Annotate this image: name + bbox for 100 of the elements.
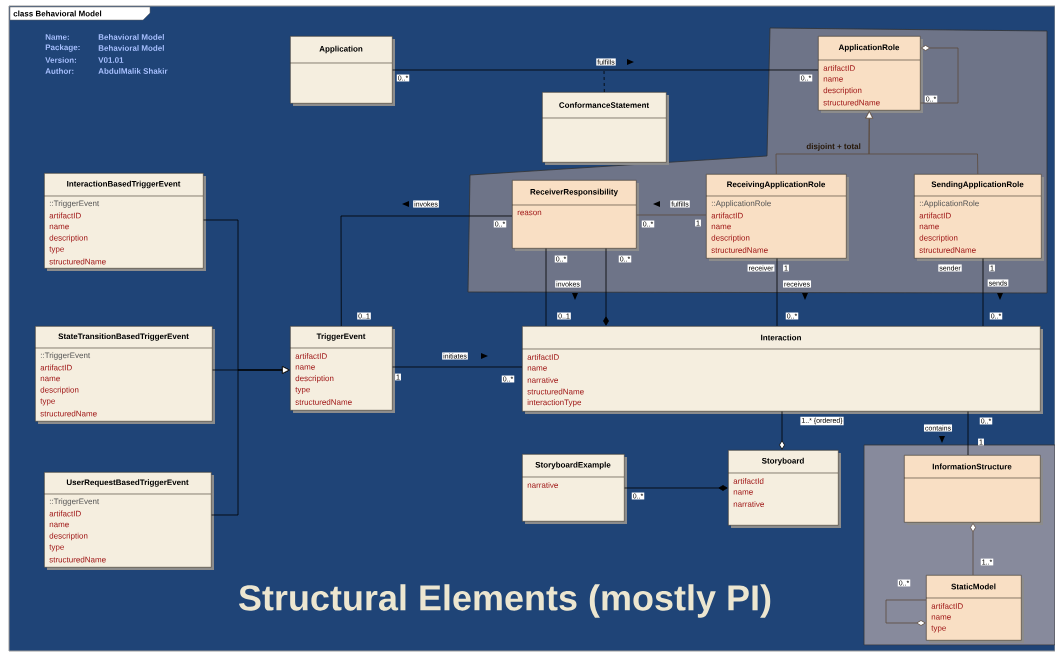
attribute-text: name	[733, 490, 753, 495]
class-box	[817, 36, 923, 113]
attribute-text: interactionType	[527, 399, 582, 407]
class-name: StaticModel	[951, 583, 996, 590]
attribute-text: narrative	[527, 377, 558, 383]
diagram-info-text: Name:	[45, 34, 69, 40]
attribute-text: description	[40, 386, 79, 395]
attribute-text: ::TriggerEvent	[40, 352, 91, 360]
attribute-text: type	[40, 398, 55, 406]
class-name: UserRequestBasedTriggerEvent	[66, 479, 189, 487]
attribute-text: structuredName	[711, 247, 768, 253]
constraint-label: disjoint + total	[806, 143, 861, 151]
attribute-text: description	[823, 87, 862, 95]
attribute-text: name	[931, 615, 951, 620]
connector	[776, 258, 778, 327]
class-name: SendingApplicationRole	[931, 181, 1024, 189]
class-box	[289, 326, 395, 413]
class-name: ApplicationRole	[838, 44, 900, 52]
attribute-text: name	[295, 365, 315, 370]
connector	[967, 411, 969, 456]
attribute-text: artifactId	[733, 478, 764, 484]
attribute-text: ::ApplicationRole	[711, 200, 771, 208]
class-name: Application	[319, 45, 363, 54]
attribute-text: type	[49, 246, 64, 254]
attribute-text: name	[711, 224, 731, 230]
connector	[982, 258, 984, 327]
class-name: StateTransitionBasedTriggerEvent	[58, 333, 189, 341]
class-box	[705, 174, 849, 261]
class-name: InformationStructure	[932, 463, 1012, 470]
attribute-text: description	[49, 234, 88, 243]
class-name: ConformanceStatement	[559, 102, 649, 108]
attribute-text: ::TriggerEvent	[49, 498, 100, 506]
connector	[392, 366, 523, 368]
diagram-info-text: V01.01	[98, 57, 124, 63]
class-box	[727, 450, 841, 528]
attribute-text: ::ApplicationRole	[919, 200, 979, 208]
attribute-text: artifactID	[711, 212, 743, 219]
class-box	[913, 174, 1044, 261]
connector	[920, 45, 959, 104]
attribute-text: ::TriggerEvent	[49, 200, 100, 208]
class-name: StoryboardExample	[535, 461, 611, 470]
attribute-text: name	[919, 224, 939, 230]
attribute-text: description	[49, 532, 88, 541]
class-name: ReceiverResponsibility	[530, 188, 618, 197]
attribute-text: name	[49, 522, 69, 528]
connector	[624, 485, 728, 491]
frame-tab: class Behavioral Model	[9, 6, 151, 21]
attribute-text: reason	[517, 210, 542, 216]
attribute-text: structuredName	[40, 410, 97, 417]
class-box	[511, 180, 639, 251]
diagram-info-text: Behavioral Model	[98, 45, 164, 51]
attribute-text: type	[931, 625, 946, 633]
attribute-text: artifactID	[527, 354, 559, 360]
attribute-text: structuredName	[527, 388, 584, 395]
class-name: Storyboard	[761, 457, 804, 466]
attribute-text: artifactID	[49, 212, 81, 219]
attribute-text: artifactID	[49, 510, 81, 517]
class-box	[43, 472, 214, 570]
diagram-info-text: Package:	[45, 44, 80, 52]
connector	[603, 248, 609, 326]
connector	[392, 69, 819, 71]
attribute-text: structuredName	[49, 556, 106, 563]
class-name: TriggerEvent	[316, 333, 366, 341]
class-name: ReceivingApplicationRole	[727, 181, 826, 189]
class-box	[925, 575, 1024, 643]
attribute-text: structuredName	[49, 258, 106, 265]
attribute-text: name	[823, 77, 843, 82]
class-box	[34, 326, 215, 424]
attribute-text: name	[527, 366, 547, 371]
attribute-text: artifactID	[919, 212, 951, 219]
connector	[779, 411, 785, 450]
class-box	[43, 173, 206, 271]
caption-text: Structural Elements (mostly PI)	[239, 584, 771, 618]
diagram-info-text: Version:	[45, 57, 76, 63]
attribute-text: type	[49, 544, 64, 552]
diagram-info-text: Author:	[45, 68, 74, 74]
attribute-text: name	[40, 376, 60, 382]
attribute-text: description	[919, 234, 958, 243]
attribute-text: description	[711, 234, 750, 243]
class-name: InteractionBasedTriggerEvent	[67, 180, 181, 189]
connector	[545, 248, 547, 327]
attribute-text: artifactID	[40, 364, 72, 371]
class-box	[521, 454, 627, 524]
attribute-text: artifactID	[823, 65, 855, 71]
class-box	[521, 326, 1043, 414]
class-box	[289, 36, 395, 106]
connector	[603, 69, 605, 93]
diagram-info-text: AbdulMalik Shakir	[98, 68, 168, 74]
connector	[340, 215, 513, 327]
connector	[865, 111, 979, 175]
attribute-text: structuredName	[295, 399, 352, 405]
attribute-text: name	[49, 224, 69, 230]
connector	[211, 366, 290, 516]
attribute-text: description	[295, 375, 334, 383]
connector	[970, 522, 976, 576]
attribute-text: artifactID	[295, 353, 327, 359]
attribute-text: structuredName	[919, 247, 976, 253]
attribute-text: narrative	[527, 482, 558, 488]
attribute-text: artifactID	[931, 603, 963, 609]
class-name: Interaction	[761, 334, 801, 341]
